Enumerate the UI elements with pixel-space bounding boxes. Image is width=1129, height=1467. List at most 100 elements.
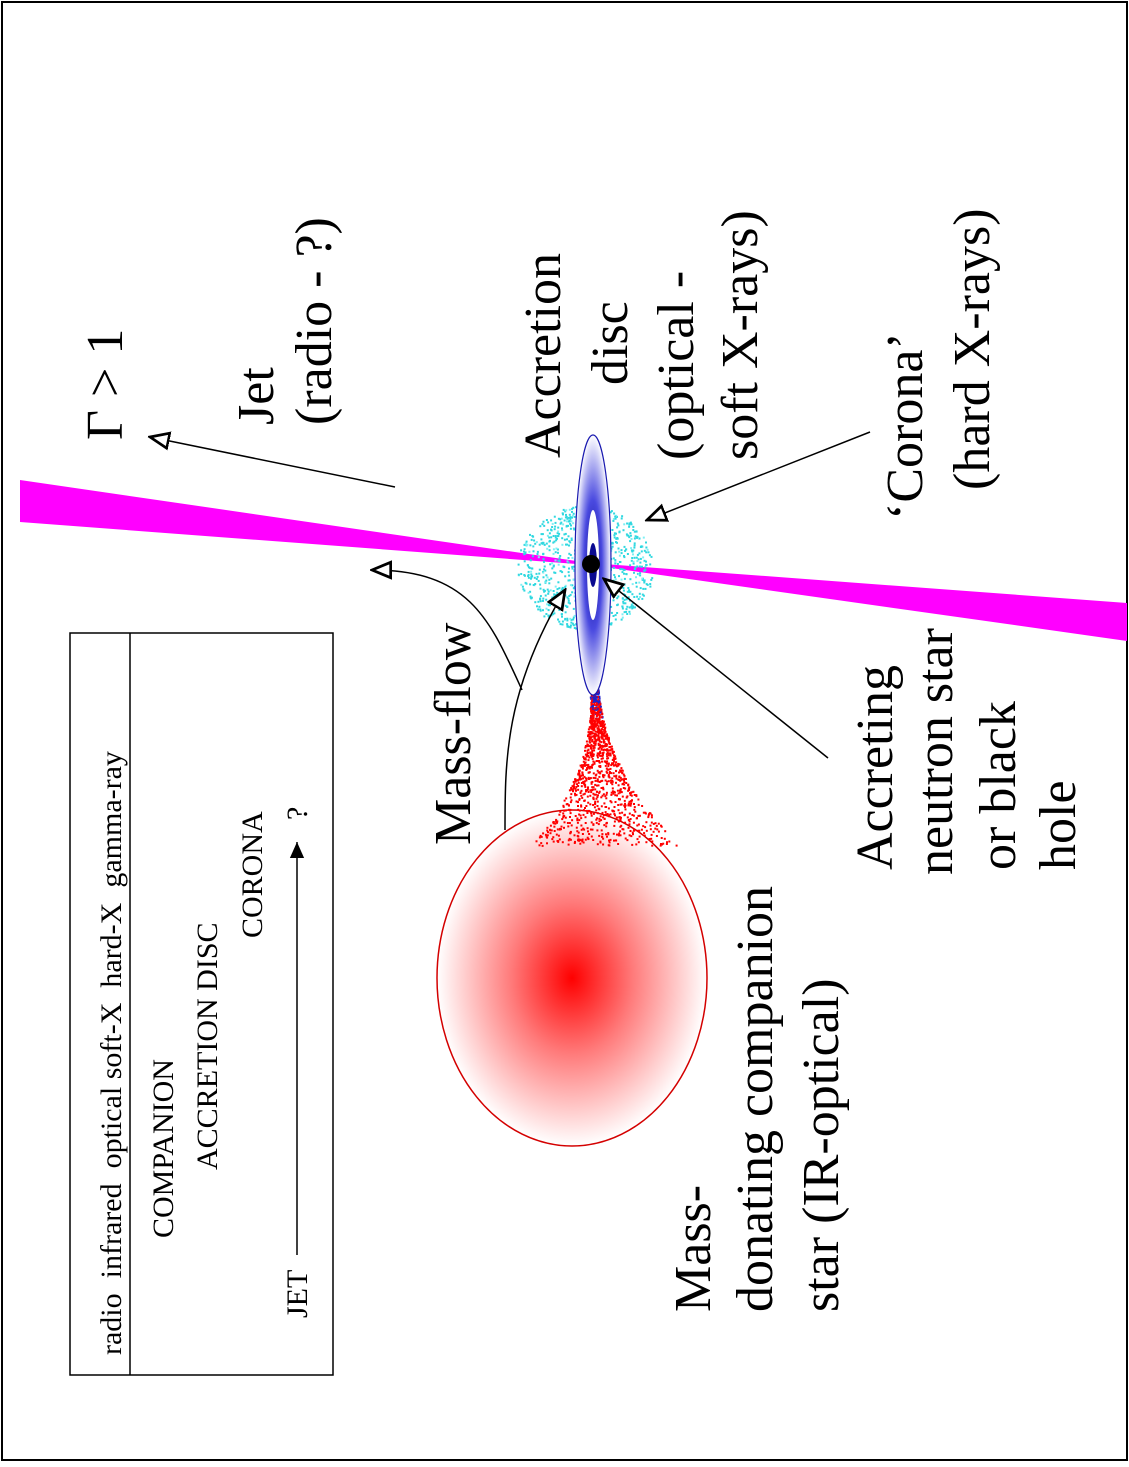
stream-particle (592, 714, 595, 717)
disc-label-2: disc (582, 301, 639, 385)
corona-particle (545, 613, 548, 615)
stream-particle (623, 832, 626, 835)
stream-particle (659, 844, 662, 847)
stream-particle (597, 784, 600, 787)
corona-particle (618, 530, 621, 533)
stream-particle (600, 747, 603, 750)
stream-particle (569, 809, 572, 812)
stream-particle (594, 738, 597, 741)
corona-particle (524, 551, 527, 554)
stream-particle (602, 814, 605, 817)
stream-particle (602, 745, 605, 748)
stream-particle (589, 745, 592, 748)
stream-particle (600, 736, 603, 739)
stream-particle (596, 800, 599, 803)
stream-particle (590, 791, 593, 794)
corona-particle (556, 548, 559, 551)
stream-particle (593, 707, 596, 710)
corona-particle (569, 527, 572, 530)
stream-particle (630, 835, 633, 838)
corona-particle (530, 573, 533, 576)
stream-particle (650, 833, 653, 836)
corona-particle (618, 550, 621, 553)
corona-particle (572, 565, 575, 568)
corona-particle (629, 540, 632, 543)
corona-particle (548, 614, 551, 617)
corona-particle (542, 552, 545, 555)
stream-particle (584, 816, 587, 819)
stream-particle (587, 759, 590, 762)
corona-particle (526, 543, 529, 546)
stream-particle (599, 725, 602, 728)
stream-particle (580, 766, 583, 769)
stream-particle (600, 780, 603, 783)
stream-particle (631, 799, 633, 802)
stream-particle (594, 779, 597, 782)
stream-particle (588, 756, 591, 759)
stream-particle (613, 806, 616, 808)
stream-particle (603, 728, 606, 731)
stream-particle (598, 699, 601, 702)
corona-particle (628, 606, 631, 609)
stream-particle (589, 696, 592, 699)
stream-particle (595, 818, 598, 821)
corona-particle (572, 527, 575, 530)
stream-particle (597, 731, 600, 734)
stream-particle (618, 776, 621, 778)
stream-particle (580, 782, 583, 784)
stream-particle (614, 755, 617, 758)
stream-particle (546, 836, 549, 839)
corona-particle (575, 627, 578, 630)
stream-particle (597, 706, 600, 709)
stream-particle (590, 765, 593, 768)
stream-particle (594, 800, 597, 803)
stream-particle (607, 832, 610, 835)
corona-particle (613, 583, 615, 586)
stream-particle (582, 755, 585, 758)
stream-particle (567, 843, 570, 846)
spectrum-legend: radio infrared optical soft-X hard-X gam… (69, 632, 334, 1376)
stream-particle (613, 813, 616, 815)
stream-particle (581, 833, 584, 835)
stream-particle (596, 769, 599, 772)
stream-particle (598, 729, 601, 732)
stream-particle (637, 814, 640, 817)
stream-particle (595, 699, 598, 702)
corona-particle (529, 559, 532, 562)
stream-particle (576, 817, 579, 820)
stream-particle (600, 716, 603, 719)
stream-particle (600, 770, 603, 773)
corona-particle (568, 544, 570, 547)
stream-particle (571, 819, 574, 822)
stream-particle (644, 826, 647, 829)
corona-particle (553, 540, 556, 543)
stream-particle (603, 724, 605, 727)
corona-particle (535, 541, 538, 544)
stream-particle (577, 805, 579, 807)
stream-particle (617, 804, 620, 806)
stream-particle (675, 844, 678, 847)
stream-particle (605, 825, 608, 828)
stream-particle (637, 841, 640, 844)
corona-particle (571, 567, 574, 570)
stream-particle (539, 834, 542, 837)
corona-particle (539, 587, 542, 590)
stream-particle (556, 828, 559, 831)
stream-particle (624, 821, 627, 824)
corona-particle (647, 551, 650, 554)
stream-particle (562, 816, 565, 819)
corona-particle (542, 599, 544, 602)
stream-particle (601, 728, 604, 731)
corona-particle (644, 569, 647, 572)
accretor-label-3: or black (970, 701, 1027, 870)
corona-particle (569, 617, 572, 620)
stream-particle (602, 740, 605, 743)
stream-particle (668, 840, 671, 843)
stream-particle (629, 804, 632, 807)
stream-particle (582, 774, 584, 777)
stream-particle (546, 829, 549, 832)
stream-particle (620, 791, 623, 794)
stream-particle (598, 731, 601, 734)
stream-particle (584, 753, 587, 756)
stream-particle (638, 814, 641, 817)
